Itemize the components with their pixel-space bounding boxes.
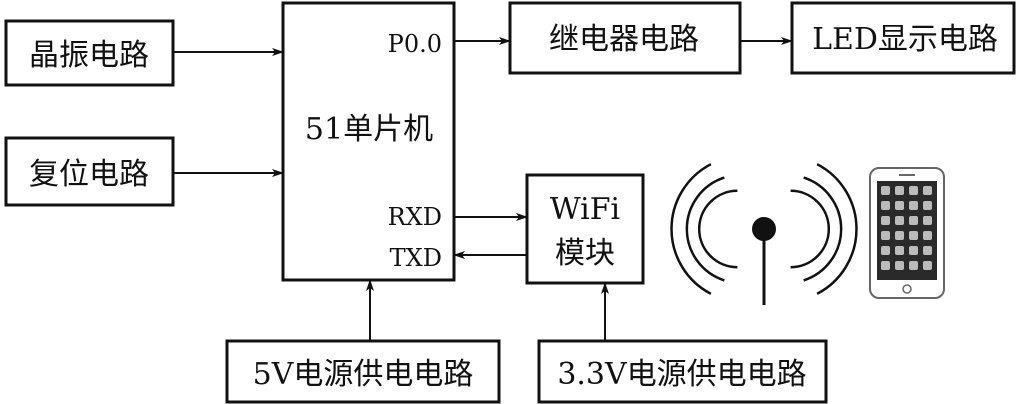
phone-app-icon	[923, 201, 932, 210]
power-33v-label: 3.3V电源供电电路	[557, 357, 806, 392]
phone-app-icon	[923, 246, 932, 255]
relay-circuit-label: 继电器电路	[549, 22, 699, 57]
phone-app-icon	[909, 201, 918, 210]
relay-circuit-block: 继电器电路	[508, 1, 742, 75]
mcu-block: 51单片机 P0.0 RXD TXD	[281, 1, 456, 282]
phone-app-icon	[895, 216, 904, 225]
wifi-module-label-line1: WiFi	[550, 192, 620, 227]
wireless-signal-icon	[670, 163, 858, 305]
phone-app-icon	[895, 246, 904, 255]
phone-app-icon	[923, 216, 932, 225]
phone-app-icon	[895, 261, 904, 270]
phone-app-icon	[909, 261, 918, 270]
phone-app-icon	[923, 186, 932, 195]
phone-app-icon	[909, 246, 918, 255]
wifi-module-label-line2: 模块	[555, 236, 615, 271]
phone-app-icon	[881, 216, 890, 225]
phone-app-icon	[895, 186, 904, 195]
phone-app-icon	[895, 231, 904, 240]
phone-app-icon	[881, 231, 890, 240]
phone-app-icon	[881, 186, 890, 195]
led-display-block: LED显示电路	[790, 1, 1016, 75]
pin-txd-label: TXD	[390, 244, 442, 272]
mcu-label: 51单片机	[305, 112, 433, 147]
pin-p00-label: P0.0	[388, 30, 442, 58]
phone-app-icon	[881, 246, 890, 255]
power-33v-block: 3.3V电源供电电路	[537, 339, 828, 404]
phone-app-icon	[881, 201, 890, 210]
pin-rxd-label: RXD	[388, 203, 442, 231]
led-display-label: LED显示电路	[812, 22, 998, 57]
power-5v-block: 5V电源供电电路	[225, 339, 501, 404]
phone-app-icon	[909, 186, 918, 195]
phone-app-icon	[909, 216, 918, 225]
phone-app-icon	[923, 261, 932, 270]
smartphone-icon	[869, 167, 945, 299]
crystal-circuit-block: 晶振电路	[4, 19, 175, 87]
reset-circuit-label: 复位电路	[29, 157, 149, 192]
crystal-circuit-label: 晶振电路	[29, 38, 149, 73]
phone-app-icon	[881, 261, 890, 270]
phone-app-icon	[923, 231, 932, 240]
wifi-module-block: WiFi 模块	[525, 173, 645, 285]
phone-app-icon	[909, 231, 918, 240]
power-5v-label: 5V电源供电电路	[253, 357, 474, 392]
phone-app-icon	[895, 201, 904, 210]
reset-circuit-block: 复位电路	[4, 136, 175, 207]
